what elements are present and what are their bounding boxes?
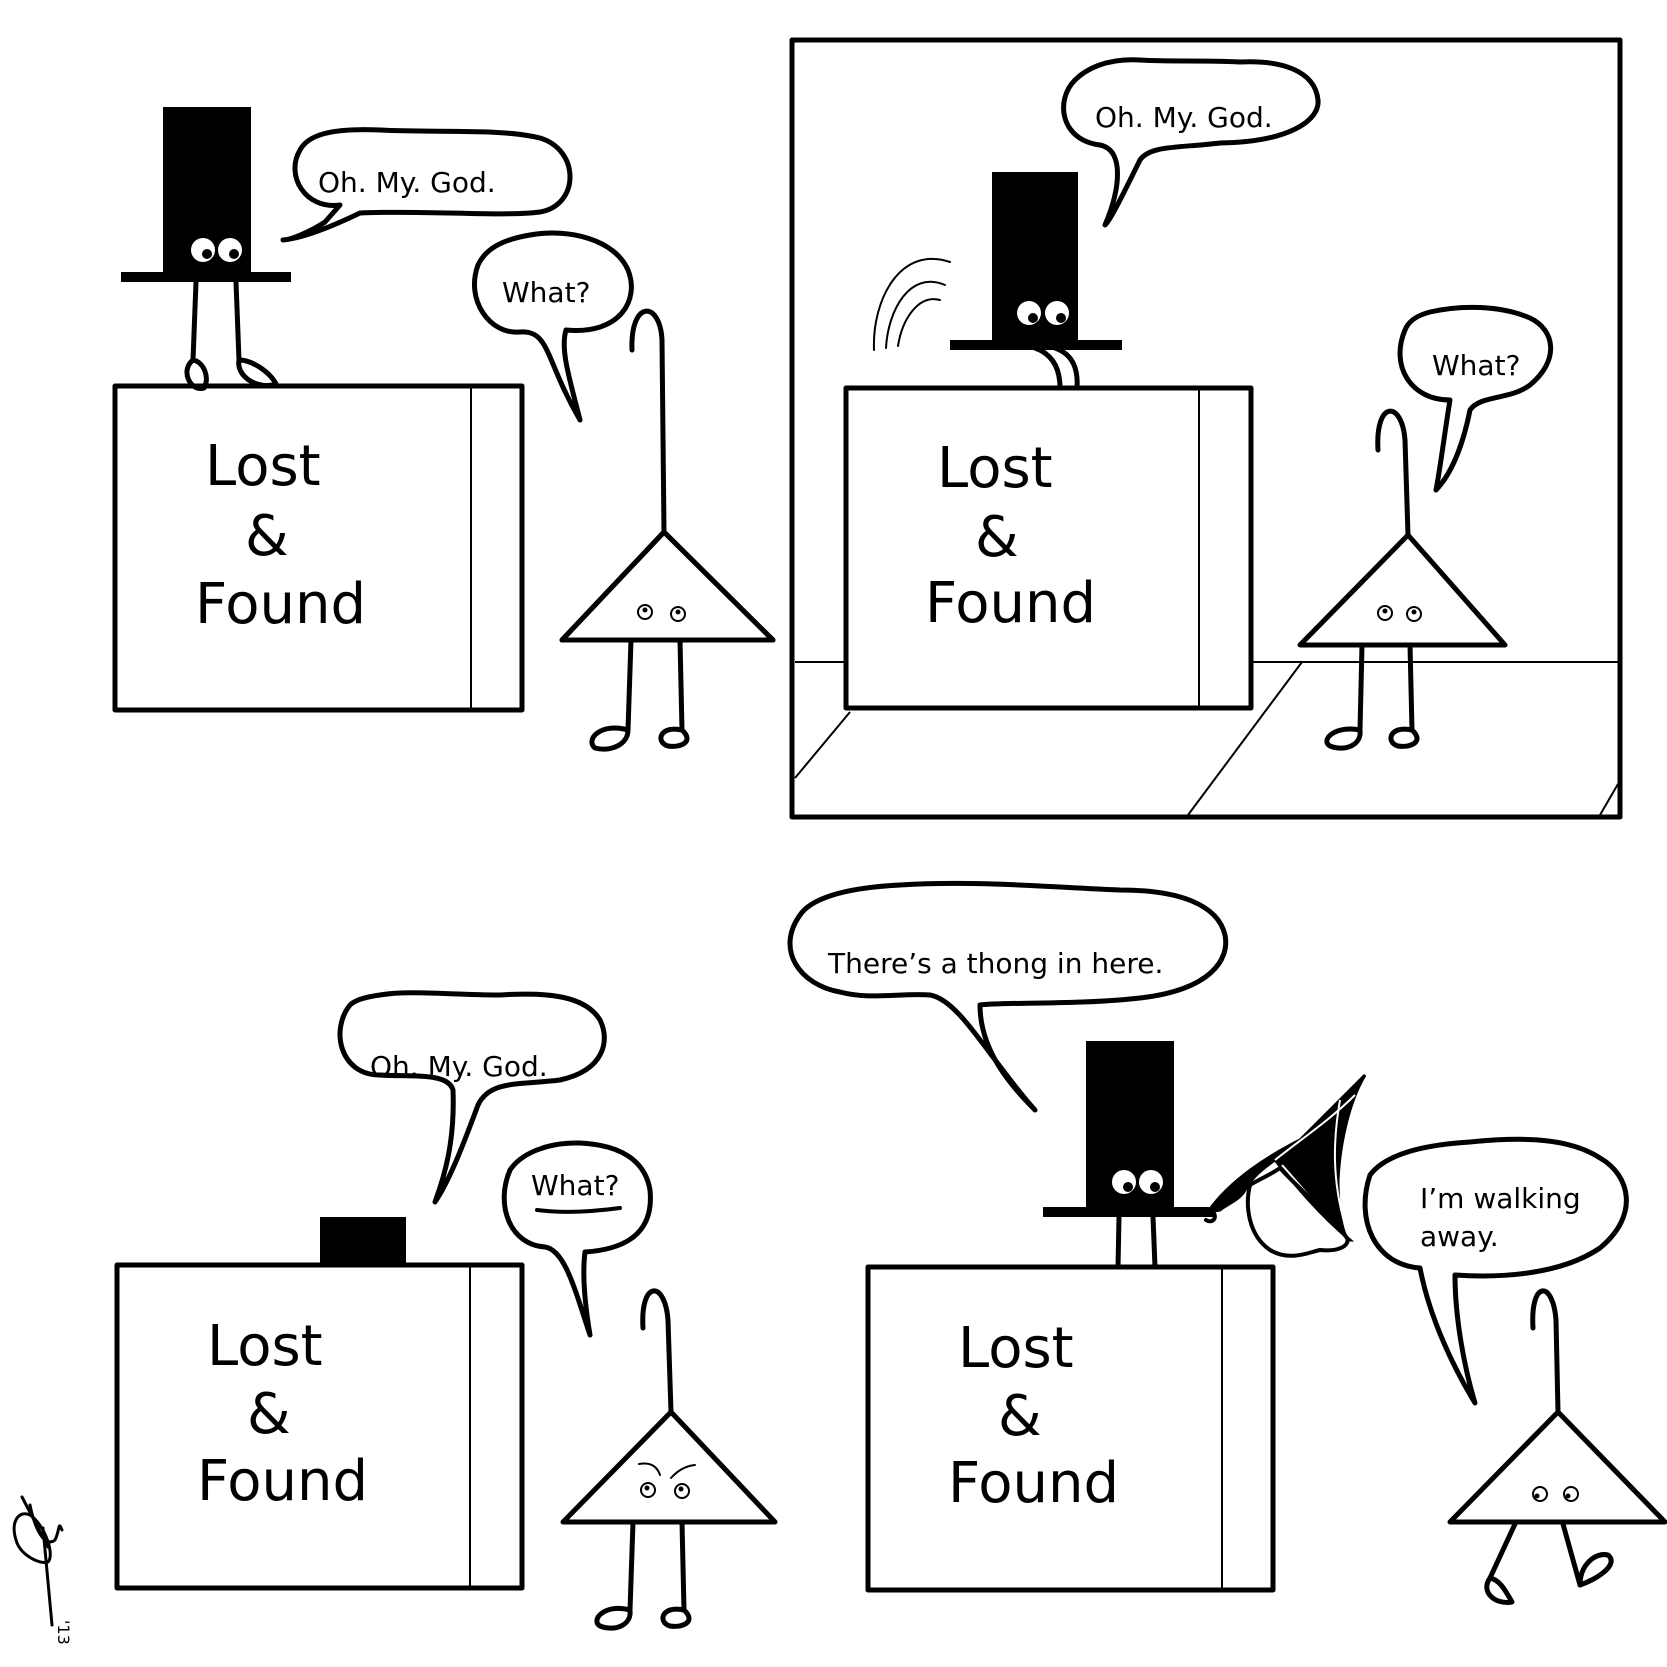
hat-peeking-out (320, 1217, 406, 1267)
box-sign-line-1: Lost (205, 434, 321, 499)
speech-bubble-hat: Oh. My. God. (280, 127, 573, 243)
panel-3: Lost & Found Oh. My. God. What? (12, 990, 778, 1645)
triangle-eyes-icon (1532, 1486, 1579, 1502)
speech-bubble-triangle: What? (501, 1140, 653, 1338)
box-sign-line-2: & (975, 505, 1019, 570)
top-hat-character (121, 107, 291, 391)
speech-text: away. (1420, 1220, 1499, 1253)
lost-and-found-box: Lost & Found (114, 1262, 525, 1591)
speech-bubble-hat: Oh. My. God. (1061, 57, 1321, 228)
panel-frame (789, 37, 1623, 820)
triangle-character (1447, 1288, 1667, 1605)
lost-and-found-box: Lost & Found (843, 385, 1254, 711)
speech-bubble-triangle: What? (1397, 304, 1554, 493)
motion-lines-icon (872, 257, 951, 351)
speech-text: Oh. My. God. (370, 1050, 548, 1083)
box-sign-line-1: Lost (958, 1316, 1074, 1381)
top-hat-character (1043, 1041, 1213, 1270)
floor-lines (794, 661, 1619, 816)
speech-bubble-triangle: I’m walking away. (1362, 1136, 1629, 1406)
box-sign-line-3: Found (925, 571, 1096, 636)
triangle-eyes-icon (1377, 605, 1422, 622)
box-sign-line-3: Found (197, 1449, 368, 1514)
thong-icon (1204, 1073, 1367, 1258)
triangle-character (1297, 408, 1508, 751)
speech-text: Oh. My. God. (318, 166, 496, 199)
speech-bubble-triangle: What? (471, 230, 634, 423)
panel-2: Lost & Found Oh. My. God. (789, 37, 1623, 820)
signature-year: '13 (54, 1620, 73, 1645)
emphasis-underline (535, 1206, 622, 1214)
box-sign-line-2: & (998, 1384, 1042, 1449)
hat-eyes-icon (1017, 301, 1069, 325)
triangle-character (559, 308, 776, 752)
box-sign-line-2: & (247, 1382, 291, 1447)
hat-eyes-icon (1112, 1170, 1163, 1194)
panel-1: Lost & Found Oh. My. God. What? (112, 107, 776, 752)
box-sign-line-1: Lost (207, 1314, 323, 1379)
box-sign-line-3: Found (195, 572, 366, 637)
box-sign-line-2: & (245, 504, 289, 569)
speech-bubble-hat: Oh. My. God. (337, 990, 607, 1205)
speech-text: Oh. My. God. (1095, 101, 1273, 134)
hat-eyes-icon (191, 238, 242, 262)
box-sign-line-3: Found (948, 1451, 1119, 1516)
angry-eyebrows-icon (638, 1462, 696, 1479)
artist-signature: '13 (12, 1495, 73, 1645)
triangle-eyes-icon (640, 1482, 690, 1499)
panel-4: There’s a thong in here. Lost & Found (787, 880, 1667, 1605)
speech-text: I’m walking (1420, 1182, 1581, 1215)
lost-and-found-box: Lost & Found (865, 1264, 1276, 1593)
top-hat-character (320, 1217, 406, 1267)
speech-text: What? (1432, 349, 1520, 382)
triangle-character (560, 1288, 778, 1631)
lost-and-found-box: Lost & Found (112, 383, 525, 713)
speech-text: What? (502, 276, 590, 309)
speech-text: What? (531, 1169, 619, 1202)
triangle-eyes-icon (637, 604, 686, 622)
box-sign-line-1: Lost (937, 436, 1053, 501)
top-hat-character (872, 172, 1122, 391)
speech-bubble-hat: There’s a thong in here. (787, 880, 1229, 1113)
speech-text: There’s a thong in here. (827, 947, 1163, 980)
